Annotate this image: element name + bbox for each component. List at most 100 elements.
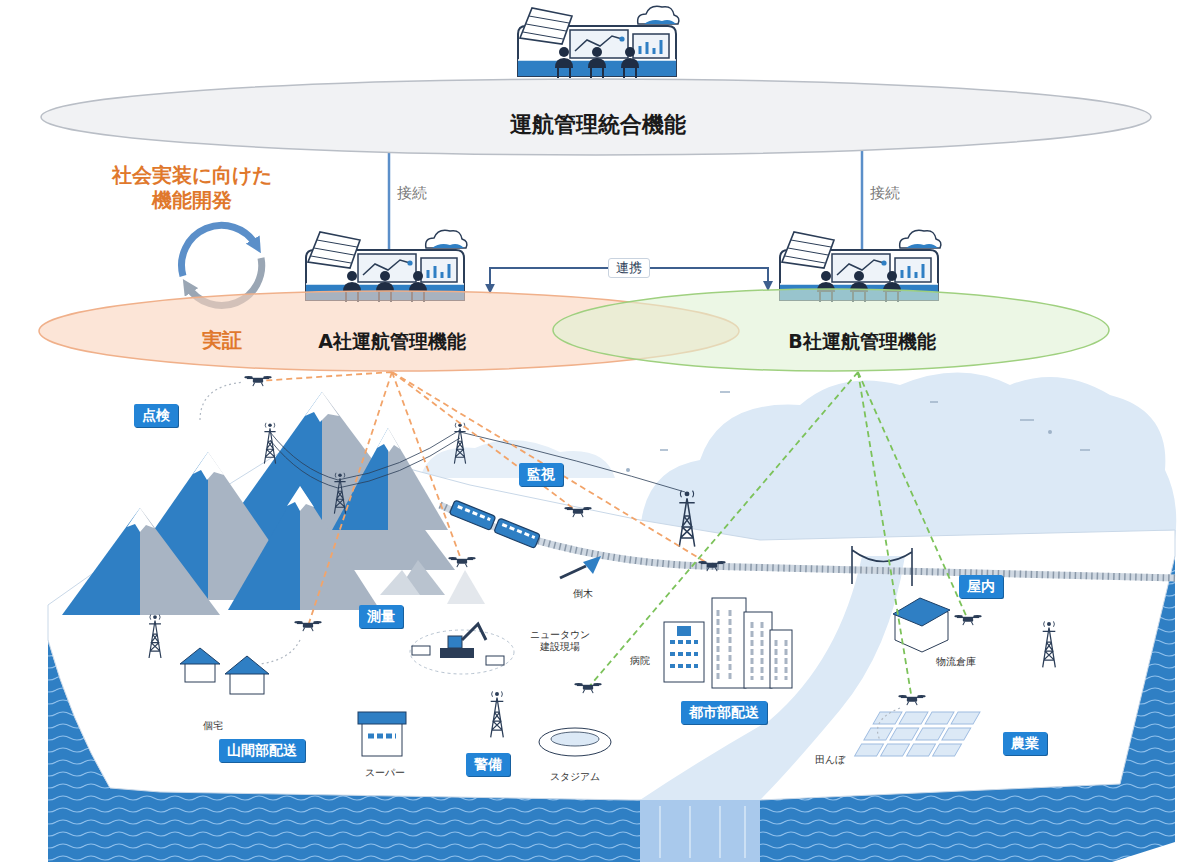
label-anchor: スーパー [0, 0, 40, 19]
label-anchor: 個宅 [0, 0, 20, 19]
heading-note: 社会実装に向けた機能開発 [108, 163, 276, 213]
mountain-snow [377, 428, 400, 452]
sky-dot [626, 468, 630, 472]
mountain-shade [322, 392, 455, 570]
node-title: B社運航管理機能 [788, 330, 935, 353]
label-anchor: 病院 [0, 0, 20, 19]
mountain-shade [140, 508, 220, 615]
place-label: スタジアム [550, 771, 600, 784]
tag-text: 点検 [142, 407, 170, 424]
train-windows [458, 507, 535, 538]
paddy [925, 712, 954, 724]
supermarket-roof [358, 712, 406, 724]
label-anchor: 倒木 [0, 0, 20, 19]
paddy [933, 744, 962, 756]
power-line [270, 430, 685, 492]
excavator-cab [448, 636, 462, 648]
fallen-trunk [560, 566, 586, 578]
label-anchor: 接続 [0, 0, 30, 20]
site-road [410, 630, 514, 674]
paddy [916, 728, 945, 740]
train-car [449, 500, 495, 530]
label-anchor: 田んぼ [0, 0, 30, 19]
flight-path [200, 382, 244, 420]
bridge [852, 546, 912, 586]
hospital-windows [670, 642, 698, 666]
river [640, 556, 905, 800]
tower [679, 491, 694, 547]
rice-paddies [855, 712, 980, 756]
house-roof [180, 648, 220, 664]
house-body [230, 672, 264, 694]
truck [486, 656, 504, 665]
rail-bed [440, 505, 1175, 578]
drone [574, 683, 601, 693]
scene-tag: 監視 [519, 463, 563, 486]
place-label: 個宅 [203, 720, 223, 733]
ellipse-shape [41, 79, 1151, 155]
scene-tag: 都市部配送 [681, 701, 767, 724]
mountain-face [62, 508, 140, 615]
survey-beam [447, 570, 485, 604]
city-building [770, 630, 792, 688]
tower [149, 615, 161, 658]
tag-text: 農業 [1011, 735, 1039, 752]
island-top [48, 440, 1175, 800]
scene-tag: 山間部配送 [219, 739, 305, 762]
hospital-sign [677, 626, 691, 636]
place-label: ニュータウン 建設現場 [526, 629, 594, 654]
label-anchor: 実証 [0, 0, 40, 25]
building-windows [718, 610, 786, 680]
tag-text: 都市部配送 [689, 704, 759, 721]
house-body [185, 662, 215, 682]
waterfall [640, 800, 760, 862]
ellipse-node: B社運航管理機能 [552, 288, 1110, 372]
tag-text: 監視 [527, 466, 555, 483]
place-label: 病院 [630, 655, 650, 668]
edge-label: 連携 [608, 258, 650, 278]
tower [264, 423, 275, 464]
place-label: 物流倉庫 [936, 656, 976, 669]
mountain-snow [127, 508, 154, 532]
train [449, 500, 540, 548]
mountain-snow [305, 392, 339, 422]
sky-cloud [640, 373, 1176, 541]
paddy [873, 712, 902, 724]
drone [698, 561, 725, 571]
paddy [951, 712, 980, 724]
paddy [942, 728, 971, 740]
drone [954, 615, 981, 625]
process-note: 実証 [202, 328, 242, 353]
label-anchor: スタジアム [0, 0, 50, 19]
place-label: 田んぼ [815, 754, 845, 767]
tag-text: 山間部配送 [227, 742, 297, 759]
tower [334, 473, 345, 514]
sky-dot [1048, 430, 1052, 434]
node-title: A社運航管理機能 [318, 330, 466, 353]
tower [491, 691, 504, 737]
stadium-field [551, 732, 599, 746]
excavator-arm [462, 624, 486, 640]
label-anchor: 連携 [0, 0, 42, 21]
stadium [539, 728, 611, 756]
drone [448, 557, 475, 567]
control-room-icon [518, 6, 679, 78]
warehouse-roof [893, 598, 950, 626]
sky-sparkles [660, 392, 1090, 450]
scene-tag: 測量 [359, 605, 403, 628]
paddy [881, 744, 910, 756]
node-title: 運航管理統合機能 [510, 112, 686, 138]
mountain-snow [193, 452, 224, 480]
label-anchor: 物流倉庫 [0, 0, 40, 19]
excavator-base [440, 648, 474, 658]
flight-path [260, 640, 300, 664]
drone [564, 507, 591, 517]
tag-text: 測量 [367, 608, 395, 625]
scene-tag: 警備 [466, 753, 510, 776]
hill [380, 570, 420, 595]
city-building [744, 612, 772, 688]
control-link-a [258, 372, 712, 626]
supermarket-windows [368, 734, 396, 739]
ellipse-node: 運航管理統合機能 [40, 78, 1152, 156]
